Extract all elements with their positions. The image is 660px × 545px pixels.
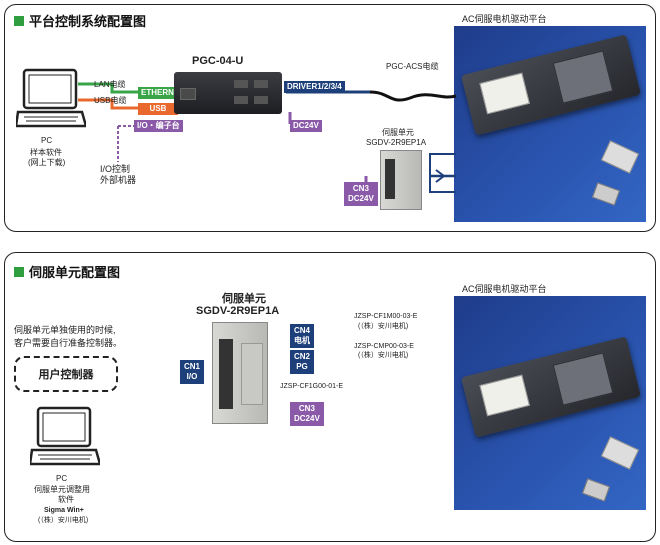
cn4-tag: CN4 电机	[290, 324, 315, 348]
cable-pg-1: JZSP-CMP00-03-E	[354, 343, 414, 350]
pc-caption-bottom-4: (（株）安川电机)	[38, 517, 89, 524]
user-controller-box: 用户控制器	[14, 356, 118, 392]
pc-caption-top-2: (网上下载)	[28, 158, 66, 167]
pc-caption-bottom-3: Sigma Win+	[44, 507, 84, 514]
note-line-1: 伺服单元单独使用的时候,	[14, 325, 116, 335]
io-tag: I/O・编子台	[134, 120, 183, 132]
dc24v-tag-top: DC24V	[290, 120, 322, 132]
servo-unit-top	[380, 150, 422, 210]
lan-cable-label: LAN电缆	[94, 80, 126, 89]
platform-title-top: AC伺服电机驱动平台	[462, 14, 547, 24]
servo-title-bottom-1: 伺服单元	[222, 293, 266, 305]
cn1-tag: CN1 I/O	[180, 360, 205, 384]
platform-image-top	[454, 26, 646, 222]
connector-icon	[600, 436, 640, 470]
cn3-tag-bottom: CN3 DC24V	[290, 402, 324, 426]
usb-cable-label: USB电缆	[94, 96, 127, 105]
note-line-2: 客户需要自行准备控制器。	[14, 338, 123, 348]
servo-unit-bottom	[212, 322, 268, 424]
acs-cable-label: PGC-ACS电缆	[386, 62, 439, 71]
driver-tag: DRIVER1/2/3/4	[284, 81, 345, 93]
cable-motor-1: JZSP-CF1M00-03-E	[354, 313, 418, 320]
servo-caption-top-1: 伺服单元	[382, 128, 414, 137]
system-config-title: 平台控制系统配置图	[14, 11, 146, 30]
pc-caption-bottom-2: 软件	[58, 495, 74, 504]
servo-config-title: 伺服单元配置图	[14, 262, 120, 281]
io-caption-2: 外部机器	[100, 175, 137, 185]
cable-dc-label: JZSP-CF1G00-01-E	[280, 383, 344, 390]
connector-icon	[581, 478, 611, 502]
pc-caption-bottom-1: 伺服单元调整用	[34, 485, 90, 494]
cable-pg-2: (（株）安川电机)	[358, 352, 409, 359]
green-square-icon	[14, 15, 24, 26]
controller-model: PGC-04-U	[192, 55, 244, 67]
io-caption-1: I/O控制	[100, 164, 131, 174]
cable-motor-2: (（株）安川电机)	[358, 323, 409, 330]
laptop-icon	[30, 406, 100, 466]
controller-device	[174, 72, 282, 114]
platform-title-bottom: AC伺服电机驱动平台	[462, 284, 547, 294]
stage-icon	[461, 336, 641, 438]
cn3-tag-top: CN3 DC24V	[344, 182, 378, 206]
servo-caption-top-2: SGDV-2R9EP1A	[366, 138, 427, 147]
green-square-icon	[14, 266, 24, 277]
pc-label-top: PC	[41, 136, 53, 145]
usb-tag: USB	[138, 103, 178, 115]
platform-image-bottom	[454, 296, 646, 510]
laptop-icon	[16, 68, 86, 128]
cn2-tag: CN2 PG	[290, 350, 315, 374]
servo-title-bottom-2: SGDV-2R9EP1A	[196, 305, 280, 317]
pc-label-bottom: PC	[56, 474, 68, 483]
pc-caption-top-1: 样本软件	[30, 148, 62, 157]
